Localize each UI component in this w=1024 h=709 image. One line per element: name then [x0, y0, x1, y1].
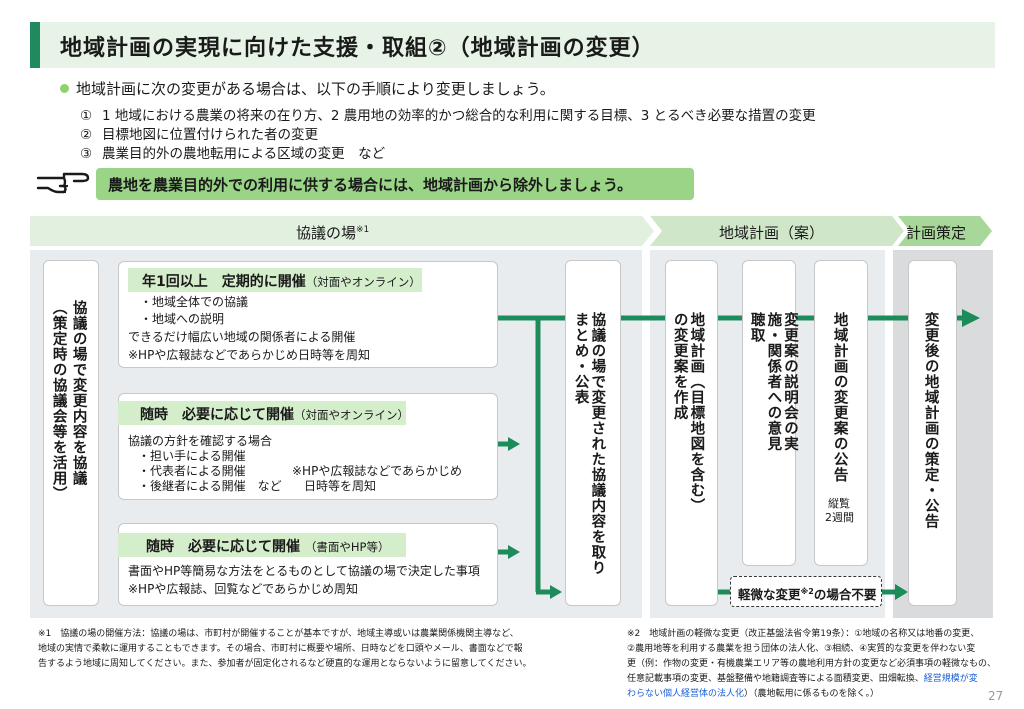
public-notice-text: 地域計画の変更案の公告 — [831, 312, 848, 483]
footnote-2-line: ※2 地域計画の軽微な変更（改正基盤法省令第19条）：①地域の名称又は地番の変更… — [627, 629, 980, 639]
case-tag-adhoc-inperson — [118, 401, 406, 425]
list-text: 目標地図に位置付けられた者の変更 — [102, 127, 318, 143]
minor-change-text: 軽微な変更※2の場合不要 — [738, 584, 876, 603]
header-chevron-council — [30, 216, 654, 246]
briefing-box — [742, 260, 796, 566]
compile-publish-box — [565, 260, 621, 606]
plan-draft-text: 地域計画（目標地図を含む）の変更案を作成 — [671, 312, 705, 507]
case-tag-note: （対面やオンライン） — [294, 408, 409, 422]
case-tag-note: （書面やHP等） — [304, 540, 390, 554]
case-tag-label: 随時 必要に応じて開催 — [140, 407, 294, 423]
header-plan: 地域計画（案） — [719, 224, 825, 242]
list-number: ② — [80, 127, 93, 143]
council-discussion-box — [43, 260, 99, 606]
case-tag-label: 年1回以上 定期的に開催 — [142, 274, 306, 290]
footnote-2-line: わらない個人経営体の法人化）（農地転用に係るものを除く。） — [627, 690, 879, 699]
plan-draft-box — [665, 260, 718, 606]
page-number: 27 — [988, 689, 1004, 703]
footnote-1-line: 告するよう地域に周知してください。また、参加者が固定化されるなど硬直的な運用とな… — [38, 659, 532, 669]
case-tag-note: （対面やオンライン） — [305, 275, 421, 289]
minor-change-label: 軽微な変更 — [738, 587, 801, 602]
title-accent-bar — [30, 22, 40, 68]
title-bar — [30, 22, 995, 68]
header-chevron-plan — [650, 216, 904, 246]
minor-change-footnote-mark: ※2 — [800, 586, 814, 596]
case-note: 日時等を周知 — [304, 479, 377, 493]
final-adoption-box — [908, 260, 957, 606]
list-item: ① 1 地域における農業の将来の在り方、2 農用地の効率的かつ総合的な利用に関する… — [80, 104, 816, 124]
case-line: 書面やHP等簡易な方法をとるものとして協議の場で決定した事項 — [128, 564, 480, 578]
list-number: ③ — [80, 146, 93, 162]
footnote-1-line: ※1 協議の場の開催方法：協議の場は、市町村が開催することが基本ですが、地域主導… — [38, 629, 519, 639]
footnote-2-line: 任意記載事項の変更、基盤整備や地籍調査等による面積変更、田畑転換、経営規模が変 — [627, 675, 978, 684]
page-title: 地域計画の実現に向けた支援・取組②（地域計画の変更） — [60, 36, 655, 61]
case-line: ・地域全体での協議 — [140, 295, 249, 309]
case-tag-adhoc-document-text: 随時 必要に応じて開催 （書面やHP等） — [146, 536, 389, 556]
case-line: ・代表者による開催 — [138, 464, 246, 478]
inspection-label: 縦覧 — [828, 497, 850, 510]
case-line: ※HPや広報誌などであらかじめ日時等を周知 — [128, 348, 370, 362]
callout-box — [96, 168, 694, 200]
case-note: ※HPや広報誌などであらかじめ — [292, 464, 462, 478]
list-item: ② 目標地図に位置付けられた者の変更 — [80, 123, 318, 143]
phase-header-chevrons — [30, 216, 992, 246]
callout-text: 農地を農業目的外での利用に供する場合には、地域計画から除外しましょう。 — [108, 176, 633, 194]
bullet-dot-icon — [60, 84, 69, 93]
council-discussion-sub: （策定時の協議会等を活用） — [50, 300, 67, 502]
case-line: 協議の方針を確認する場合 — [128, 434, 273, 448]
case-tag-label: 随時 必要に応じて開催 — [146, 539, 300, 555]
inspection-period: 2週間 — [825, 511, 854, 524]
case-tag-regular-text: 年1回以上 定期的に開催（対面やオンライン） — [142, 271, 421, 291]
case-line: ・地域への説明 — [140, 312, 225, 326]
case-line: ・担い手による開催 — [138, 449, 246, 463]
final-adoption-text: 変更後の地域計画の策定・公告 — [922, 312, 939, 529]
list-item: ③ 農業目的外の農地転用による区域の変更 など — [80, 142, 385, 162]
list-text: 1 地域における農業の将来の在り方、2 農用地の効率的かつ総合的な利用に関する目… — [102, 108, 816, 124]
case-tag-adhoc-inperson-text: 随時 必要に応じて開催（対面やオンライン） — [140, 404, 409, 424]
footnote-2-text: 任意記載事項の変更、基盤整備や地籍調査等による面積変更、田畑転換、 — [627, 674, 924, 684]
list-number: ① — [80, 108, 93, 124]
case-tag-regular — [128, 268, 422, 292]
footnote-1-line: 地域の実情で柔軟に運用することもできます。その場合、市町村に概要や場所、日時など… — [38, 644, 523, 654]
footnote-2-highlight: 経営規模が変 — [923, 674, 978, 684]
footnote-2-line: 更（例：作物の変更・有機農業エリア等の農地利用方針の変更など必須事項の軽微なもの… — [627, 659, 997, 669]
minor-change-box — [730, 576, 882, 607]
header-council: 協議の場※1 — [296, 222, 369, 243]
public-notice-box — [814, 260, 868, 566]
case-line: ・後継者による開催 など — [138, 479, 282, 493]
case-tag-adhoc-document — [118, 533, 406, 557]
intro-lead: 地域計画に次の変更がある場合は、以下の手順により変更しましょう。 — [76, 80, 555, 98]
header-council-footnote-mark: ※1 — [356, 225, 370, 235]
footnote-2-line: ②農用地等を利用する農業を担う団体の法人化、③相続、④実質的な変更を伴わない変 — [627, 644, 976, 654]
case-line: できるだけ幅広い地域の関係者による開催 — [128, 330, 356, 344]
pointing-hand-icon — [36, 172, 90, 194]
header-chevron-final — [898, 216, 992, 246]
case-line: ※HPや広報誌、回覧などであらかじめ周知 — [128, 582, 358, 596]
council-discussion-main: 協議の場で変更内容を協議 — [70, 300, 87, 486]
compile-publish-text: 協議の場で変更された協議内容を取りまとめ・公表 — [572, 312, 606, 576]
minor-change-suffix: の場合不要 — [813, 587, 877, 602]
header-final: 計画策定 — [906, 224, 967, 242]
briefing-text: 変更案の説明会の実施・関係者への意見聴取 — [748, 312, 799, 452]
footnote-2-highlight: わらない個人経営体の法人化 — [627, 689, 745, 699]
list-text: 農業目的外の農地転用による区域の変更 など — [102, 146, 386, 162]
header-council-label: 協議の場 — [296, 224, 357, 242]
footnote-2-text: ）（農地転用に係るものを除く。） — [744, 689, 880, 699]
